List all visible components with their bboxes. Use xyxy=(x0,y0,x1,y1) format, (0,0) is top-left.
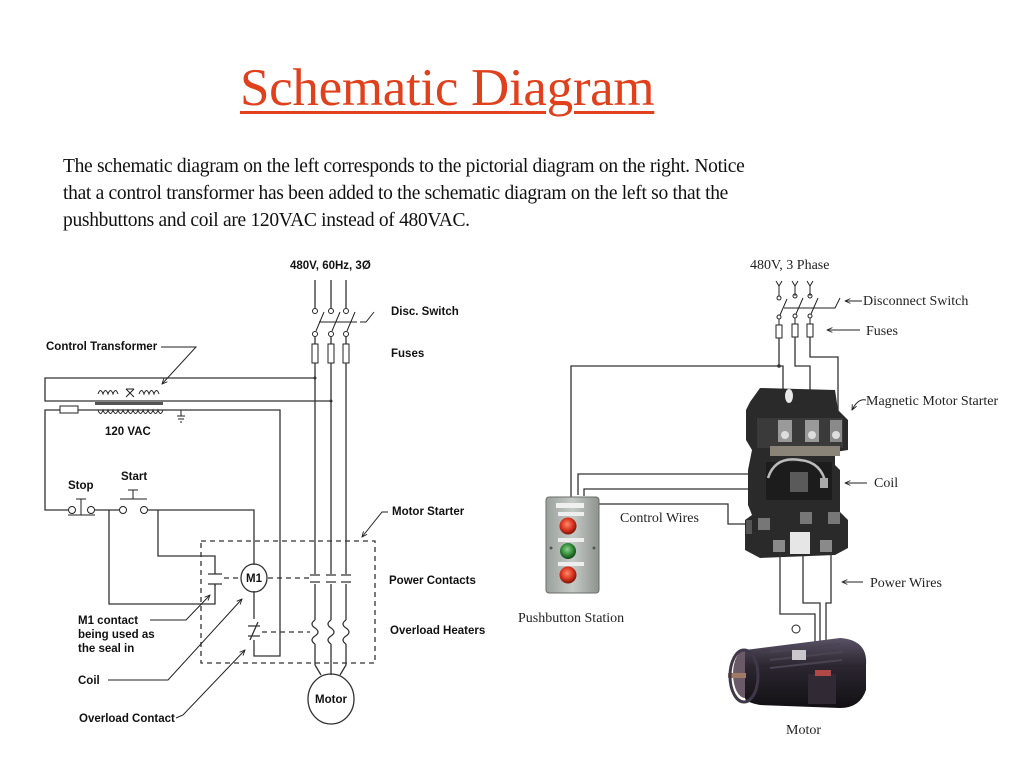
control-transformer-symbol xyxy=(95,388,185,423)
power-wires-label: Power Wires xyxy=(870,576,942,591)
seal-in-contact-symbol xyxy=(208,572,222,586)
pushbutton-station-image xyxy=(545,496,600,594)
stop-label: Stop xyxy=(68,480,94,492)
disconnect-switch-label: Disconnect Switch xyxy=(863,294,968,309)
pictorial-fuses-label: Fuses xyxy=(866,324,898,339)
overload-contact-label: Overload Contact xyxy=(79,713,175,725)
schematic-diagram: 480V, 60Hz, 3Ø Disc. Switch xyxy=(44,260,485,725)
transformer-primary-wiring xyxy=(44,376,333,403)
phase-lines xyxy=(314,363,347,676)
pictorial-disconnect-switch xyxy=(775,280,841,320)
motor-symbol: Motor xyxy=(307,673,355,725)
control-transformer-label: Control Transformer xyxy=(46,341,158,353)
page-title: Schematic Diagram xyxy=(240,59,655,117)
m1-contact-label: M1 contact xyxy=(78,615,138,627)
magnetic-motor-starter-image xyxy=(745,388,848,558)
control-wires-label: Control Wires xyxy=(620,511,699,526)
supply-label: 480V, 60Hz, 3Ø xyxy=(290,260,371,272)
control-circuit-wiring xyxy=(44,405,281,657)
motor-symbol-text: Motor xyxy=(315,694,347,706)
control-fuse-symbol xyxy=(59,405,79,414)
m1-coil-text: M1 xyxy=(246,573,263,585)
motor-image xyxy=(728,624,867,708)
fuse-symbols xyxy=(311,337,350,364)
supply-lines xyxy=(314,280,347,308)
pictorial-motor-label: Motor xyxy=(786,723,821,738)
power-contacts-label: Power Contacts xyxy=(389,575,476,587)
disc-switch-label: Disc. Switch xyxy=(391,306,459,318)
control-wires xyxy=(570,365,780,525)
overload-heaters-symbol xyxy=(311,619,350,645)
intro-paragraph: The schematic diagram on the left corres… xyxy=(63,153,923,234)
start-pushbutton-symbol xyxy=(119,489,148,514)
fuses-label: Fuses xyxy=(391,348,424,360)
secondary-voltage-label: 120 VAC xyxy=(105,426,151,438)
m1-contact-label: being used as xyxy=(78,629,155,641)
pictorial-fuses xyxy=(775,318,814,339)
start-button-green xyxy=(560,543,576,559)
disconnect-switch-symbol xyxy=(312,308,375,337)
motor-starter-boundary xyxy=(200,540,376,664)
overload-heaters-label: Overload Heaters xyxy=(390,625,485,637)
magnetic-motor-starter-label: Magnetic Motor Starter xyxy=(866,394,999,409)
m1-contact-label: the seal in xyxy=(78,643,134,655)
motor-starter-label: Motor Starter xyxy=(392,506,465,518)
intro-line: The schematic diagram on the left corres… xyxy=(63,156,745,177)
stop-button-red xyxy=(559,517,577,535)
intro-line: that a control transformer has been adde… xyxy=(63,183,729,204)
pictorial-coil-label: Coil xyxy=(874,476,898,491)
stop-pushbutton-symbol xyxy=(68,498,95,516)
start-label: Start xyxy=(121,471,147,483)
coil-label: Coil xyxy=(78,675,100,687)
m1-coil-symbol: M1 xyxy=(240,563,268,593)
pictorial-diagram: 480V, 3 Phase Disconnect Switch xyxy=(518,258,999,738)
pictorial-supply-label: 480V, 3 Phase xyxy=(750,258,829,273)
overload-contact-symbol xyxy=(248,621,260,641)
pushbutton-station-label: Pushbutton Station xyxy=(518,611,624,626)
second-red-button xyxy=(559,566,577,584)
power-contacts-symbol xyxy=(310,574,351,583)
intro-line: pushbuttons and coil are 120VAC instead … xyxy=(63,210,470,231)
